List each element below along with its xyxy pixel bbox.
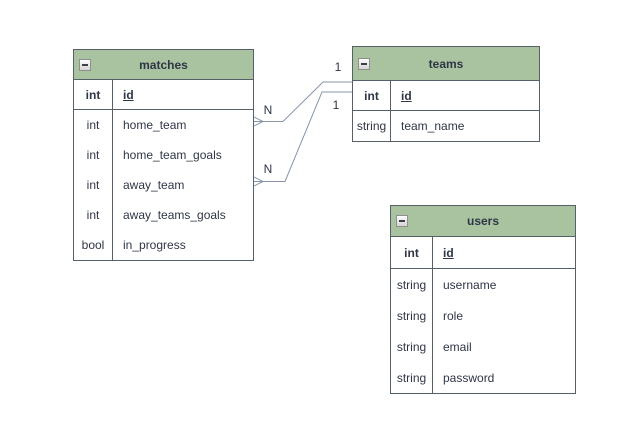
cardinality-label-one: 1	[333, 60, 343, 74]
field-type: int	[391, 237, 433, 268]
field-name: username	[443, 277, 497, 292]
table-header: users	[391, 206, 575, 237]
field-type: string	[391, 362, 433, 393]
table-header: teams	[353, 47, 539, 81]
table-row[interactable]: int home_team_goals	[74, 140, 253, 170]
field-name: in_progress	[123, 238, 186, 252]
field-type: int	[74, 110, 113, 140]
table-row[interactable]: string username	[391, 269, 575, 300]
field-type: string	[353, 111, 391, 141]
field-type: int	[353, 81, 391, 110]
field-type: bool	[74, 230, 113, 260]
table-row[interactable]: int home_team	[74, 110, 253, 140]
table-row[interactable]: int away_teams_goals	[74, 200, 253, 230]
field-type: string	[391, 269, 433, 300]
table-title: matches	[139, 57, 188, 72]
field-type: int	[74, 140, 113, 170]
field-name: email	[443, 339, 472, 354]
field-type: string	[391, 331, 433, 362]
minus-icon	[82, 63, 88, 66]
table-row[interactable]: string role	[391, 300, 575, 331]
field-type: int	[74, 170, 113, 200]
field-name: id	[401, 88, 412, 103]
minus-icon	[399, 220, 405, 222]
field-name: team_name	[401, 119, 465, 133]
field-type: int	[74, 200, 113, 230]
minus-icon	[361, 62, 367, 65]
table-row[interactable]: string team_name	[353, 111, 539, 141]
field-name: id	[443, 245, 454, 260]
entity-table-teams[interactable]: teams int id string team_name	[352, 46, 540, 142]
field-name: role	[443, 308, 464, 323]
table-header: matches	[74, 50, 253, 80]
cardinality-label-many: N	[262, 162, 274, 176]
field-name: password	[443, 370, 495, 385]
cardinality-label-many: N	[262, 103, 274, 117]
cardinality-label-one: 1	[331, 98, 341, 112]
table-row-pk[interactable]: int id	[74, 80, 253, 110]
field-type: string	[391, 300, 433, 331]
field-name: away_teams_goals	[123, 208, 226, 222]
table-row[interactable]: bool in_progress	[74, 230, 253, 260]
field-name: id	[123, 87, 134, 102]
field-name: away_team	[123, 178, 185, 192]
field-name: home_team	[123, 118, 187, 132]
table-title: teams	[428, 56, 464, 71]
table-title: users	[466, 214, 500, 228]
collapse-icon[interactable]	[396, 215, 408, 227]
entity-table-users[interactable]: users int id string username string role…	[390, 205, 576, 394]
collapse-icon[interactable]	[358, 57, 370, 70]
crows-foot-icon	[252, 116, 265, 127]
field-type: int	[74, 80, 113, 109]
table-row[interactable]: string email	[391, 331, 575, 362]
field-name: home_team_goals	[123, 148, 222, 162]
entity-table-matches[interactable]: matches int id int home_team int home_te…	[73, 49, 254, 261]
table-row[interactable]: string password	[391, 362, 575, 393]
table-row[interactable]: int away_team	[74, 170, 253, 200]
table-row-pk[interactable]: int id	[353, 81, 539, 111]
table-row-pk[interactable]: int id	[391, 237, 575, 269]
collapse-icon[interactable]	[79, 58, 91, 71]
crows-foot-icon	[252, 176, 265, 187]
